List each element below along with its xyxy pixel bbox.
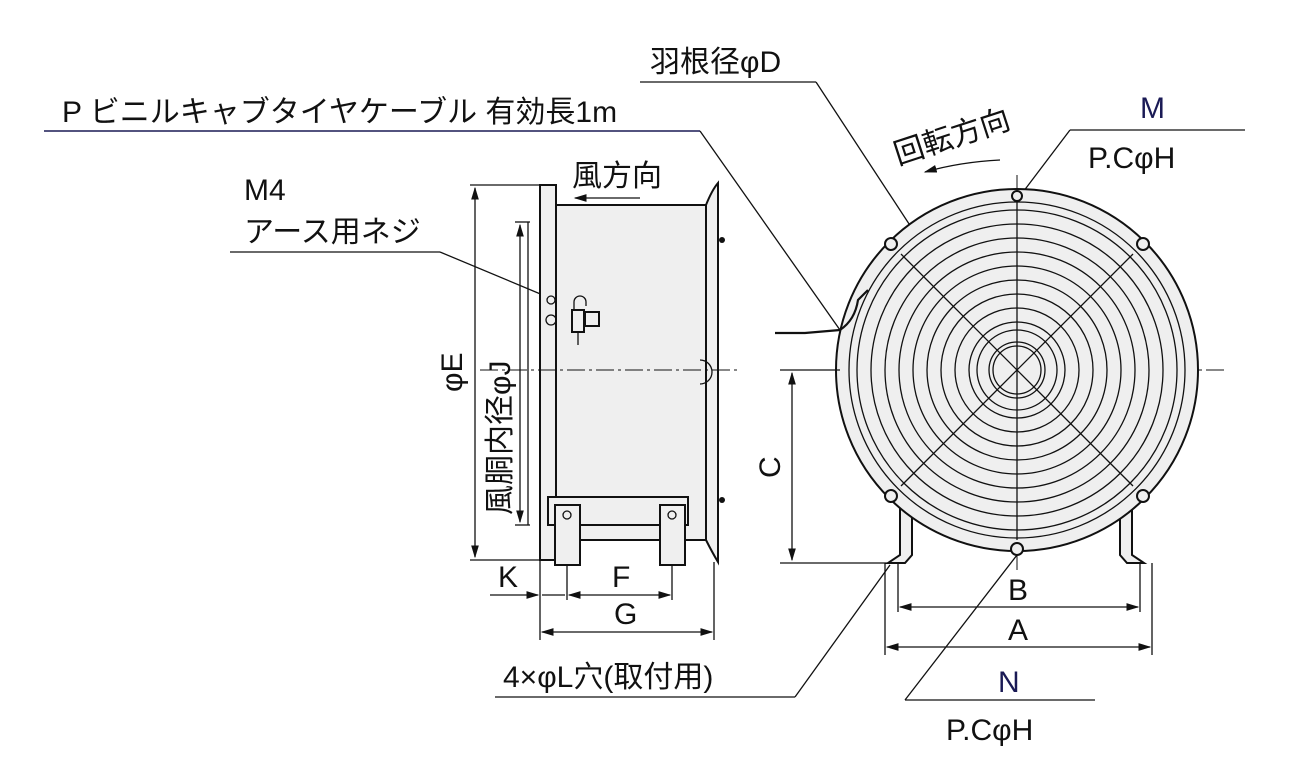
inner-diameter-text: 風胴内径φJ (484, 361, 517, 515)
mount-holes-label: 4×φL穴(取付用) (495, 564, 891, 698)
kfg-dimensions: K F G (490, 560, 715, 640)
rotation-label: 回転方向 (890, 103, 1014, 173)
wind-direction: 風方向 (572, 160, 662, 202)
k-text: K (498, 561, 518, 594)
g-text: G (614, 598, 637, 631)
phi-e-text: φE (436, 353, 469, 392)
m-label: M P.CφH (1019, 92, 1245, 197)
c-text: C (754, 456, 787, 478)
n-pch-text: P.CφH (946, 714, 1033, 747)
n-label: N P.CφH (904, 554, 1095, 747)
wind-direction-text: 風方向 (572, 160, 662, 193)
cable-label: P ビニルキャブタイヤケーブル 有効長1m (44, 96, 841, 331)
blade-diameter-text: 羽根径φD (650, 46, 781, 79)
ab-dimensions: B A (884, 563, 1153, 655)
front-view (800, 175, 1225, 570)
cable-text: P ビニルキャブタイヤケーブル 有効長1m (62, 96, 617, 129)
earth-screw-text: アース用ネジ (244, 216, 421, 249)
earth-screw-label: M4 アース用ネジ (230, 174, 551, 299)
n-text: N (998, 666, 1020, 699)
b-text: B (1008, 574, 1028, 607)
m4-text: M4 (244, 174, 286, 207)
m-text: M (1140, 92, 1165, 125)
m-pch-text: P.CφH (1088, 142, 1175, 175)
c-dimension: C (754, 369, 890, 564)
mount-holes-text: 4×φL穴(取付用) (503, 661, 713, 694)
inner-diameter-dimension: 風胴内径φJ (484, 221, 530, 526)
rotation-text: 回転方向 (890, 103, 1014, 171)
phi-e-dimension: φE (436, 184, 540, 561)
side-view (480, 180, 841, 566)
f-text: F (612, 561, 630, 594)
a-text: A (1008, 614, 1028, 647)
